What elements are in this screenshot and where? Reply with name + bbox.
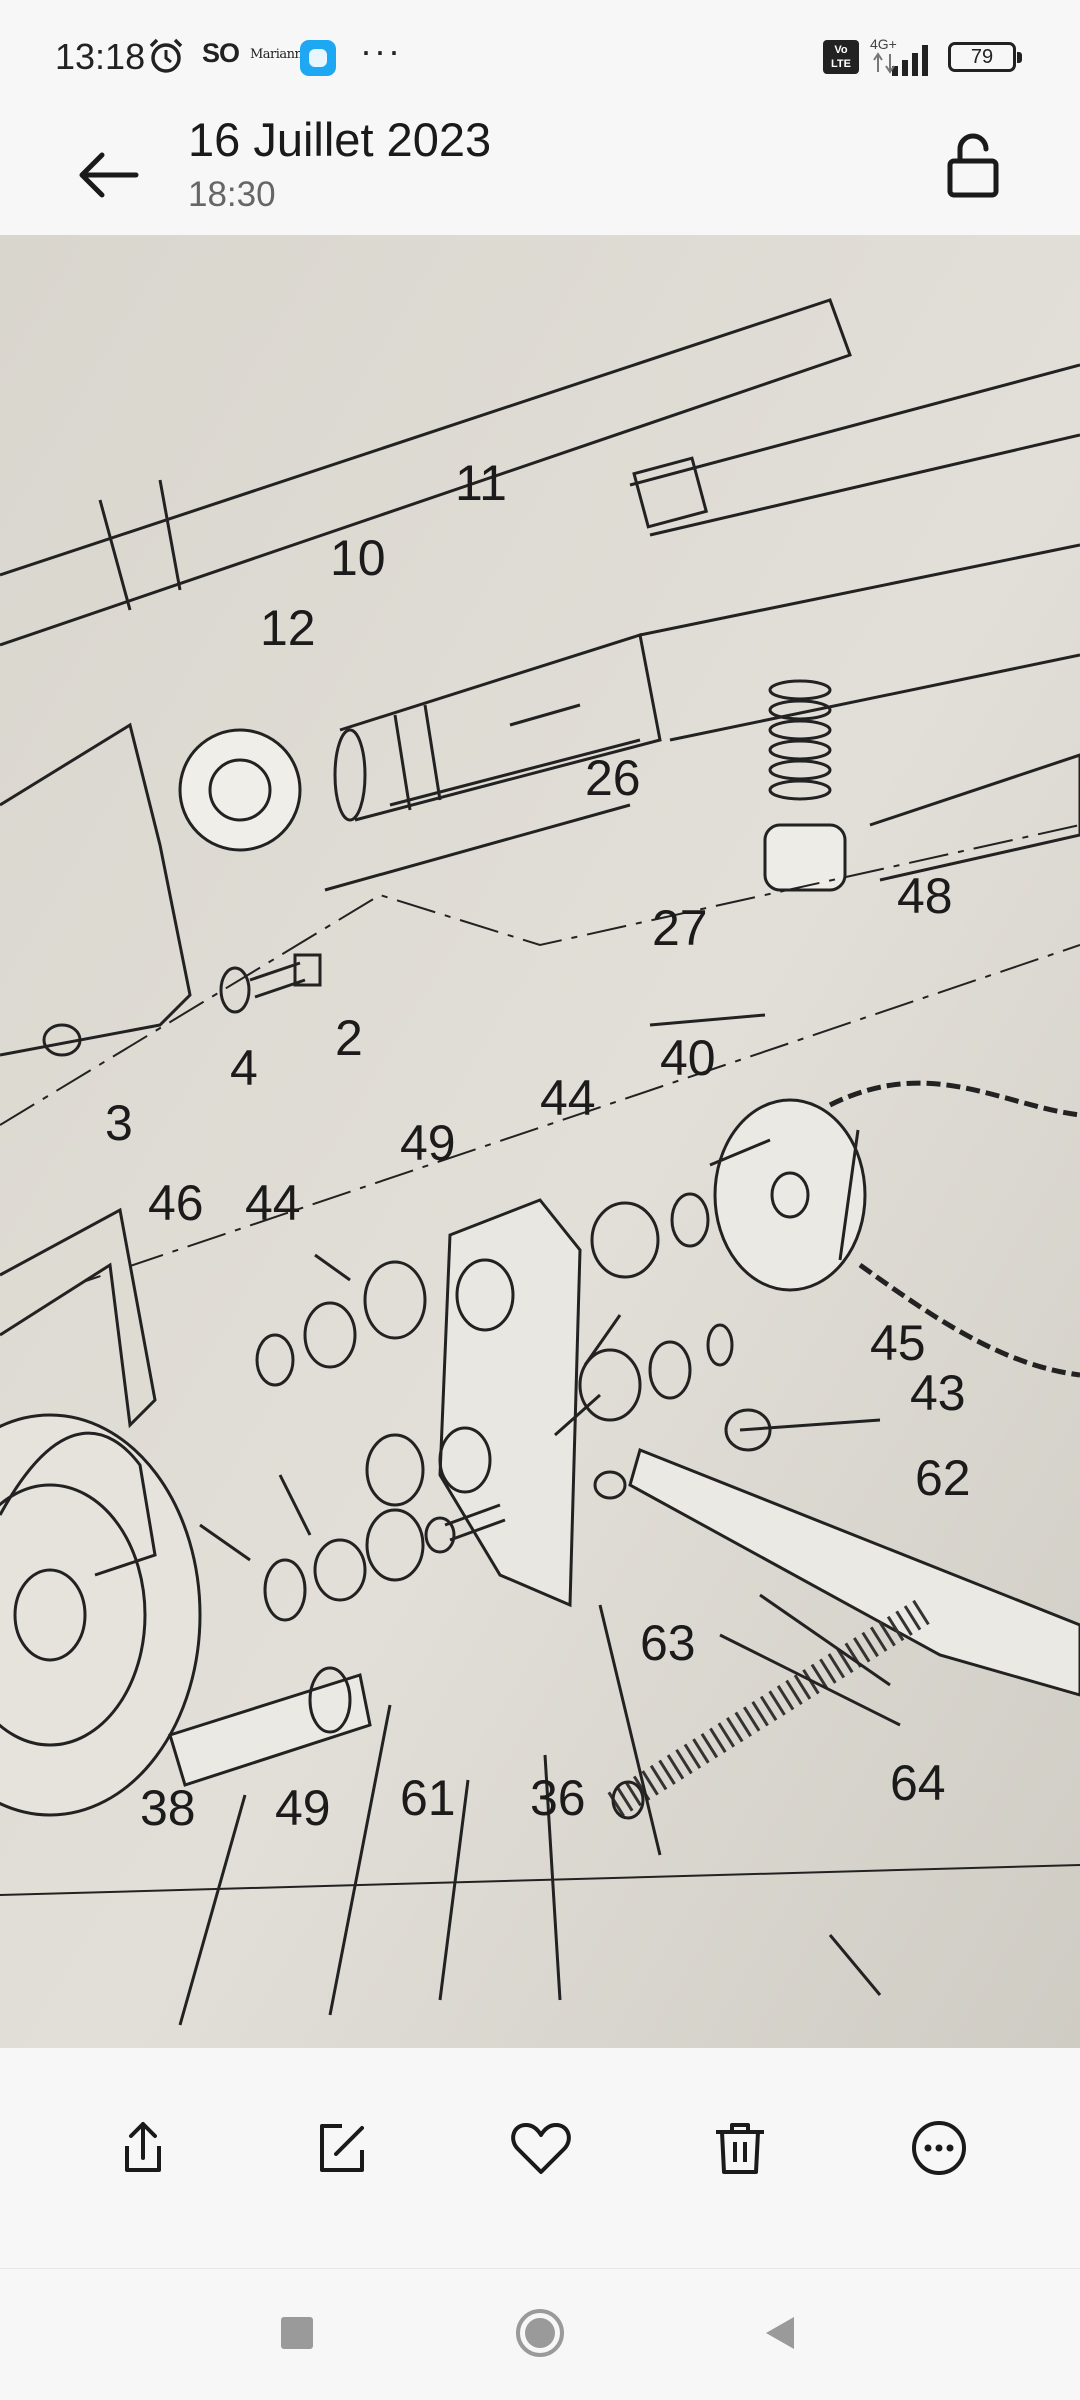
callout-label: 2 [335,1010,363,1066]
more-options-button[interactable] [899,2108,979,2188]
callout-label: 61 [400,1770,456,1826]
app-notification-icon [300,40,336,76]
share-icon [125,2122,161,2172]
share-button[interactable] [103,2108,183,2188]
exploded-parts-diagram-photo: 1110122627482434044494446454362636438496… [0,235,1080,2048]
trash-icon [716,2123,764,2174]
callout-label: 38 [140,1780,196,1836]
marianne-app-label: Marianne [250,47,310,62]
arrow-left-icon [79,152,139,198]
alarm-icon [149,38,183,73]
callout-label: 3 [105,1095,133,1151]
photo-date-title: 16 Juillet 2023 [188,113,492,166]
callout-label: 44 [540,1070,596,1126]
battery-indicator: 79 [948,42,1022,72]
volte-badge: Vo LTE [823,40,859,74]
home-button[interactable] [510,2303,570,2363]
lock-button[interactable] [933,125,1013,205]
callout-label: 11 [455,455,507,511]
callout-label: 44 [245,1175,301,1231]
callout-label: 43 [910,1365,966,1421]
photo-action-bar [0,2048,1080,2268]
callout-label: 45 [870,1315,926,1371]
callout-label: 49 [400,1115,456,1171]
network-type: 4G+ [870,36,897,52]
more-notifications: ··· [360,30,402,71]
status-bar: 13:18 SO Marianne ··· Vo LTE 4G+ 79 [0,0,1080,110]
photo-header: 16 Juillet 2023 18:30 [0,95,1080,235]
system-navigation-bar [0,2268,1080,2400]
unlock-icon [947,133,999,198]
callout-label: 46 [148,1175,204,1231]
back-button[interactable] [68,135,148,215]
callout-label: 10 [330,530,386,586]
square-icon [281,2317,313,2349]
edit-button[interactable] [302,2108,382,2188]
more-icon [912,2121,966,2175]
delete-button[interactable] [700,2108,780,2188]
signal-icon [873,45,928,76]
carrier-label: SO [202,38,240,68]
callout-label: 26 [585,750,641,806]
recents-button[interactable] [267,2303,327,2363]
callout-label: 40 [660,1030,716,1086]
callout-label: 12 [260,600,316,656]
callout-label: 4 [230,1040,258,1096]
callout-label: 48 [897,868,953,924]
circle-icon [516,2309,564,2357]
photo-time-subtitle: 18:30 [188,175,276,214]
triangle-icon [766,2317,794,2349]
edit-icon [320,2124,364,2172]
callout-label: 64 [890,1755,946,1811]
callout-label: 62 [915,1450,971,1506]
callout-label: 27 [652,900,708,956]
heart-icon [511,2123,571,2174]
callout-label: 36 [530,1770,586,1826]
status-time: 13:18 [55,36,146,77]
back-nav-button[interactable] [750,2303,810,2363]
favorite-button[interactable] [501,2108,581,2188]
callout-label: 49 [275,1780,331,1836]
callout-label: 63 [640,1615,696,1671]
